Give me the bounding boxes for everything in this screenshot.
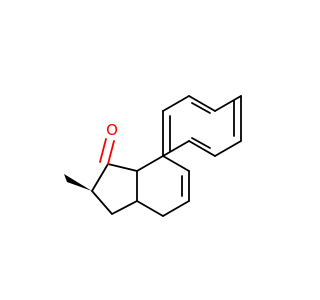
- bond-ring-a-6: [188, 140, 216, 157]
- bond-ring-a-2: [188, 95, 216, 112]
- bond-ring-c-4: [111, 200, 138, 215]
- bond-ring-c-1: [107, 163, 138, 172]
- bond-ring-a-3: [214, 95, 242, 112]
- carbonyl-bond-1: [107, 140, 115, 165]
- bond-ring-a-1: [162, 95, 190, 112]
- bond-ring-b-3: [136, 200, 164, 217]
- molecule-structure: O: [64, 95, 242, 217]
- wedge-bond: [64, 174, 92, 191]
- bond-ring-b-6: [162, 155, 190, 172]
- bond-ring-a-5: [214, 140, 242, 157]
- bond-ring-b-1: [136, 155, 164, 172]
- bond-ring-c-2: [91, 163, 109, 192]
- bond-ring-b-4: [162, 200, 190, 217]
- bond-ring-a-7: [162, 140, 190, 157]
- oxygen-atom-label: O: [106, 121, 118, 139]
- bond-ring-a-6-inner: [191, 137, 211, 149]
- bond-ring-c-3: [91, 190, 113, 215]
- bond-ring-a-2-inner: [191, 102, 211, 114]
- carbonyl-bond-2: [99, 138, 107, 163]
